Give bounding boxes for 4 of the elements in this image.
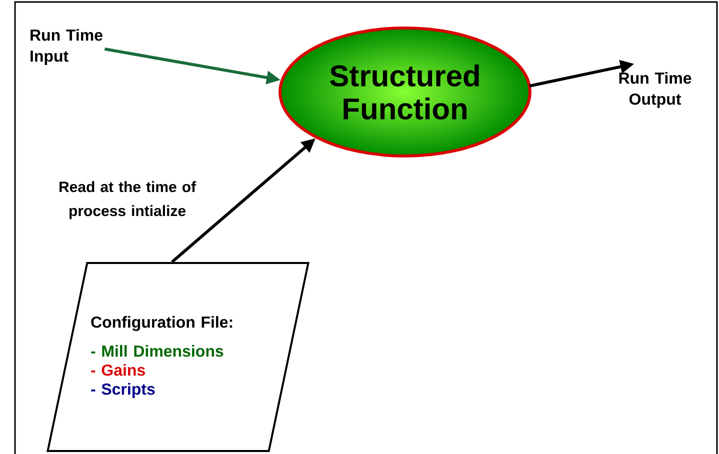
config-parallelogram: Configuration File: - Mill Dimensions - Gains - Scripts [46,262,310,452]
output-label: Run Time Output [619,72,692,108]
input-label: Run Time Input [30,29,102,65]
edge-label: Read at the time of process intialize [60,181,196,220]
